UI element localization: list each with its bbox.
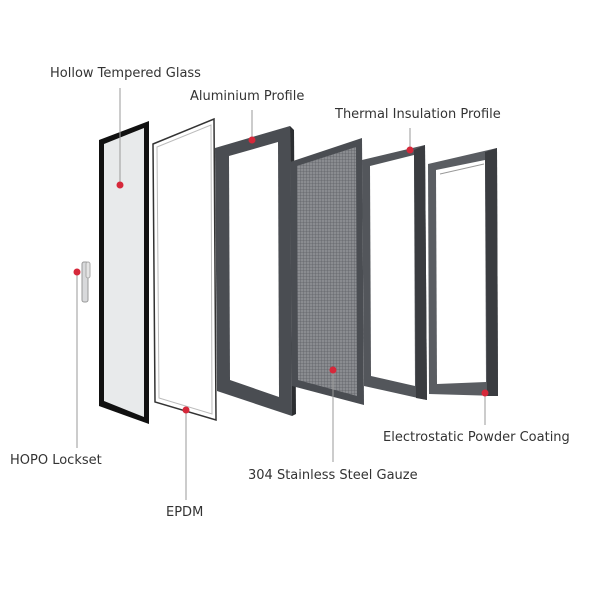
dot-coating [481,389,489,397]
hollow-tempered-glass-panel [99,121,149,424]
stainless-steel-gauze-panel [290,138,364,405]
label-thermal-insulation-profile: Thermal Insulation Profile [335,107,501,122]
dot-gauze [329,366,337,374]
label-hopo-lockset: HOPO Lockset [10,453,102,468]
powder-coated-outer-frame [428,148,498,396]
dot-epdm [182,406,190,414]
dot-lockset [73,268,81,276]
label-stainless-steel-gauze: 304 Stainless Steel Gauze [248,468,418,483]
lockset-handle [81,261,91,303]
thermal-insulation-profile-frame [362,145,427,400]
dot-glass [116,181,124,189]
dot-thermal [406,146,414,154]
label-hollow-tempered-glass: Hollow Tempered Glass [50,66,201,81]
epdm-gasket-panel [152,117,217,422]
dot-aluminium [248,136,256,144]
aluminium-profile-frame [215,126,296,416]
label-aluminium-profile: Aluminium Profile [190,89,305,104]
leader-lines [76,88,486,500]
callout-dots [73,136,489,414]
label-epdm: EPDM [166,505,204,520]
label-electrostatic-powder-coating: Electrostatic Powder Coating [383,430,570,445]
